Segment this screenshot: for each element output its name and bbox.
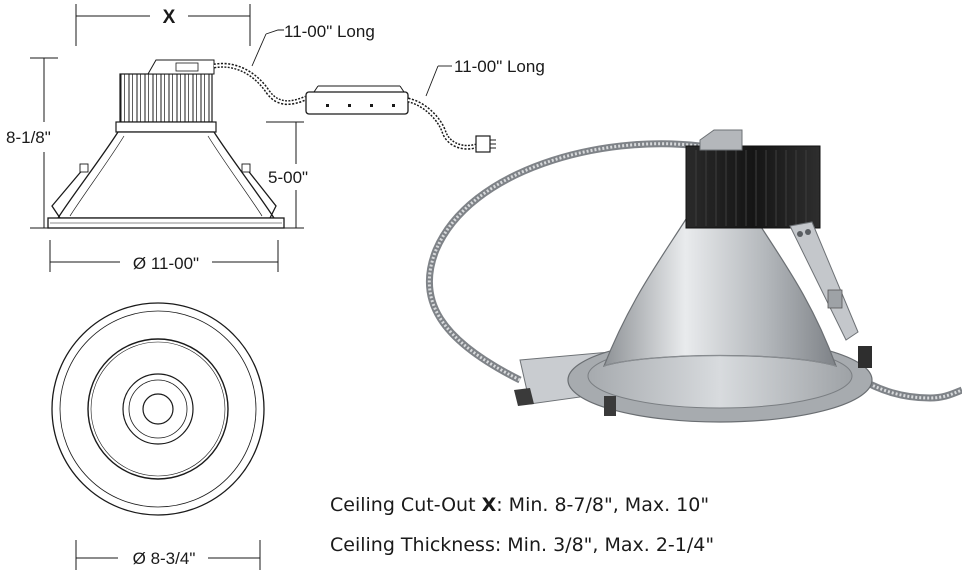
driver-box xyxy=(305,91,409,115)
armored-conduit-left xyxy=(425,140,701,384)
plan-view xyxy=(51,302,265,516)
wire-length-driver-label: 11-00" Long xyxy=(454,57,545,76)
cutout-spec-symbol: X xyxy=(481,494,497,516)
mounting-spring-right xyxy=(245,167,277,219)
render-side-bracket xyxy=(789,221,859,341)
thickness-spec-text: Ceiling Thickness: Min. 3/8", Max. 2-1/4… xyxy=(330,534,715,556)
cutout-spec-value: : Min. 8-7/8", Max. 10" xyxy=(496,494,710,516)
reflector-height-label: 5-00" xyxy=(268,168,308,187)
height-dimension xyxy=(30,57,58,229)
aperture-dimension xyxy=(75,540,261,570)
cutout-symbol-label: X xyxy=(163,7,176,28)
reflector-side xyxy=(56,131,276,219)
ceiling-thickness-spec: Ceiling Thickness: Min. 3/8", Max. 2-1/4… xyxy=(330,534,714,556)
side-elevation: X 8-1/8" 5-00" Ø 11-00" xyxy=(6,4,545,273)
flex-conduit-top xyxy=(213,62,307,105)
render-heatsink xyxy=(685,145,821,229)
cutout-dimension xyxy=(75,4,251,46)
height-label: 8-1/8" xyxy=(6,128,51,147)
ceiling-cutout-spec: Ceiling Cut-Out X: Min. 8-7/8", Max. 10" xyxy=(330,494,709,516)
quick-connector xyxy=(475,135,491,153)
mounting-spring-left xyxy=(51,167,85,219)
diameter-label: Ø 11-00" xyxy=(133,254,199,273)
wire-length-top-label: 11-00" Long xyxy=(284,22,375,41)
heatsink-side xyxy=(119,73,213,123)
collar xyxy=(115,121,217,133)
flex-conduit-driver xyxy=(407,97,477,150)
cutout-spec-label: Ceiling Cut-Out xyxy=(330,494,482,516)
aperture-label: Ø 8-3/4" xyxy=(133,549,196,568)
product-render xyxy=(425,129,962,423)
diameter-dimension xyxy=(49,240,279,272)
